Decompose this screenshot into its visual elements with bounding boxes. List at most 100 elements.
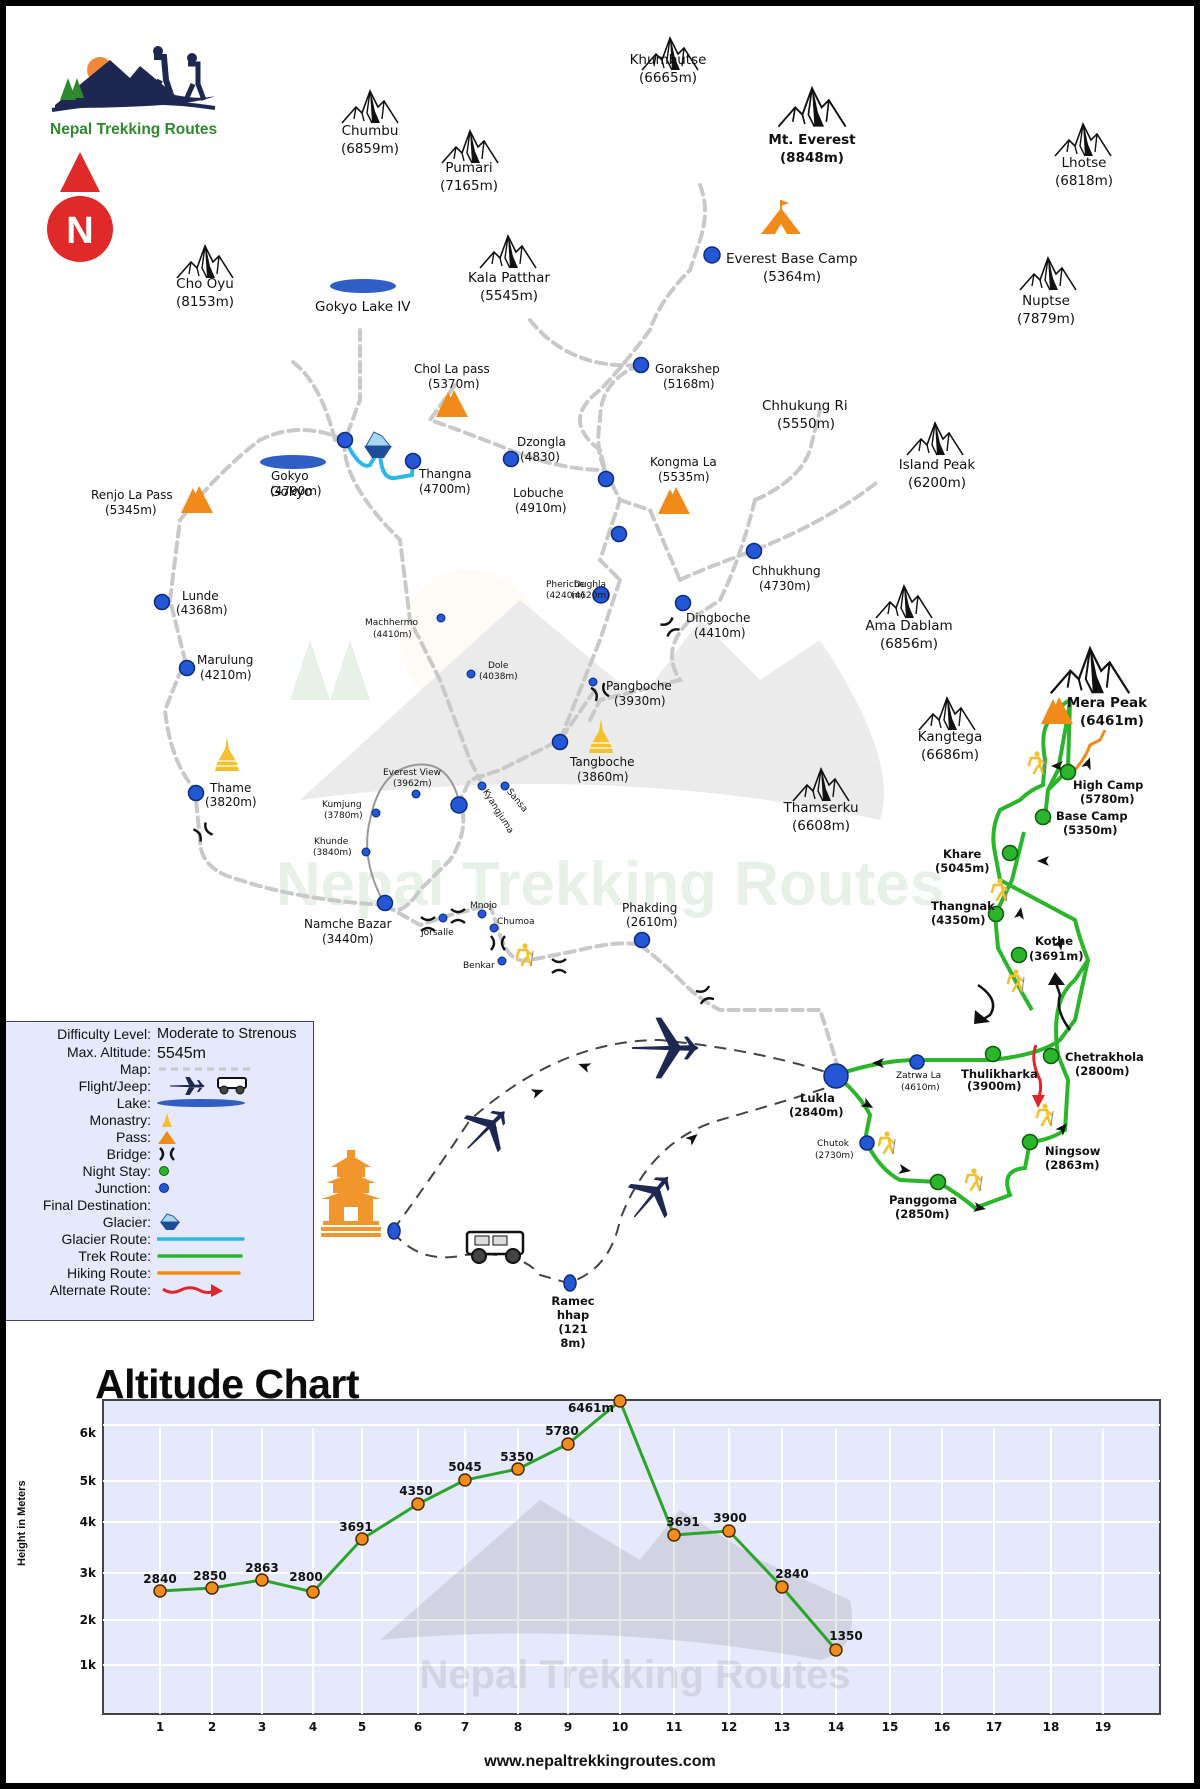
svg-text:(5535m): (5535m) [658,470,710,484]
temple-icon [321,1150,381,1237]
alternate-route-icon [162,1283,223,1297]
svg-text:(3860m): (3860m) [577,770,629,784]
svg-text:High Camp: High Camp [1073,778,1143,792]
peak-name: Khumbutse [630,52,707,68]
svg-text:(4410m): (4410m) [373,630,412,640]
svg-text:Thangnak: Thangnak [931,899,995,913]
svg-text:Sansa: Sansa [504,787,529,814]
svg-text:Pangboche: Pangboche [606,679,672,693]
svg-text:5045: 5045 [448,1460,481,1474]
svg-text:(5045m): (5045m) [935,861,990,875]
jeep-icon [465,1230,525,1264]
altitude-line [159,1398,838,1651]
svg-text:18: 18 [1043,1720,1060,1734]
legend-glacier: Glacier: [6,1212,305,1230]
svg-text:Chetrakhola: Chetrakhola [1065,1050,1144,1064]
y-tick-labels: 6k 5k 4k 3k 2k 1k [80,1426,97,1672]
plane-icon [615,1161,687,1233]
website-link[interactable]: www.nepaltrekkingroutes.com [484,1753,716,1770]
svg-text:(3930m): (3930m) [614,694,666,708]
mountain-icon [906,422,964,456]
svg-text:2: 2 [208,1720,216,1734]
north-arrow-icon: N [47,152,113,262]
svg-text:5780: 5780 [545,1424,578,1438]
svg-text:Chol La pass: Chol La pass [414,362,490,376]
map-paths [162,183,882,1077]
svg-text:Chutok: Chutok [817,1139,850,1149]
legend-difficulty: Difficulty Level: Moderate to Strenous [57,1025,297,1042]
svg-text:(5168m): (5168m) [663,377,715,391]
svg-text:13: 13 [774,1720,791,1734]
monastery-icon [162,1112,172,1127]
svg-text:Kangtega: Kangtega [918,729,982,745]
svg-text:(4350m): (4350m) [931,913,986,927]
svg-text:(6859m): (6859m) [341,141,399,157]
svg-text:(4700m): (4700m) [419,482,471,496]
svg-text:(3962m): (3962m) [393,779,432,789]
brand-name: Nepal Trekking Routes [50,121,217,138]
mountain-icon [1049,647,1131,695]
svg-text:10: 10 [612,1720,629,1734]
mountain-icon [1054,123,1112,157]
legend-hiking-route: Hiking Route: [6,1264,305,1281]
chart-grid [103,1424,1160,1714]
map-legend: Difficulty Level: Moderate to Strenous M… [6,1021,314,1321]
svg-text:Everest Base Camp: Everest Base Camp [726,251,858,267]
svg-text:Lobuche: Lobuche [513,486,564,500]
svg-text:(5550m): (5550m) [777,416,835,432]
svg-text:2850: 2850 [193,1569,226,1583]
svg-text:(3900m): (3900m) [967,1079,1022,1093]
svg-text:17: 17 [986,1720,1003,1734]
legend-trek-route: Trek Route: [6,1247,305,1264]
point-labels: 2840 2850 2863 2800 3691 4350 5045 5350 … [143,1401,862,1643]
svg-text:Ramec: Ramec [551,1294,594,1308]
svg-text:Dingboche: Dingboche [686,611,750,625]
svg-text:(4790m): (4790m) [270,484,322,498]
svg-text:8m): 8m) [560,1336,585,1350]
svg-text:hhap: hhap [557,1308,589,1322]
svg-text:Gokyo: Gokyo [271,469,309,483]
brand-logo [51,46,216,112]
svg-text:Namche Bazar: Namche Bazar [304,917,392,931]
svg-text:6: 6 [414,1720,422,1734]
svg-text:(7165m): (7165m) [440,178,498,194]
svg-text:Kala Patthar: Kala Patthar [468,270,550,286]
svg-text:(6608m): (6608m) [792,818,850,834]
svg-text:(3691m): (3691m) [1029,949,1084,963]
svg-text:15: 15 [882,1720,899,1734]
bridge-icon [159,1146,175,1161]
svg-text:Machhermo: Machhermo [365,618,418,628]
svg-text:Kothe: Kothe [1035,934,1073,948]
map-poster: Nepal Trekking Routes Nepal Trekking Rou… [6,6,1194,1783]
svg-text:Benkar: Benkar [463,961,495,971]
hiker-icon [1035,1102,1055,1128]
pass-icon [158,1130,176,1144]
hiking-route-icon [157,1270,241,1275]
direction-arrow-icon [977,983,995,1022]
svg-text:3: 3 [258,1720,266,1734]
svg-text:3k: 3k [80,1566,97,1580]
mountain-icon [777,87,847,128]
mountain-icon [479,235,537,269]
svg-text:4350: 4350 [399,1484,432,1498]
svg-text:(2863m): (2863m) [1045,1158,1100,1172]
y-axis-label: Height in Meters [16,1480,28,1566]
svg-text:(4368m): (4368m) [176,603,228,617]
svg-text:Cho Oyu: Cho Oyu [176,276,234,292]
svg-text:Tangboche: Tangboche [569,755,634,769]
mountain-icon [441,130,499,164]
svg-text:Chumbu: Chumbu [342,123,399,139]
svg-text:Lukla: Lukla [800,1091,835,1105]
svg-text:Thangna: Thangna [418,467,471,481]
svg-text:(121: (121 [558,1322,587,1336]
plane-icon [631,1017,699,1079]
svg-text:5: 5 [358,1720,366,1734]
svg-text:N: N [66,210,93,252]
svg-text:Ama Dablam: Ama Dablam [865,618,952,634]
svg-text:(8848m): (8848m) [780,150,844,166]
svg-text:7: 7 [461,1720,469,1734]
svg-text:(5364m): (5364m) [763,269,821,285]
svg-text:9: 9 [564,1720,572,1734]
svg-text:(2850m): (2850m) [895,1207,950,1221]
svg-text:Chhukhung: Chhukhung [752,564,821,578]
